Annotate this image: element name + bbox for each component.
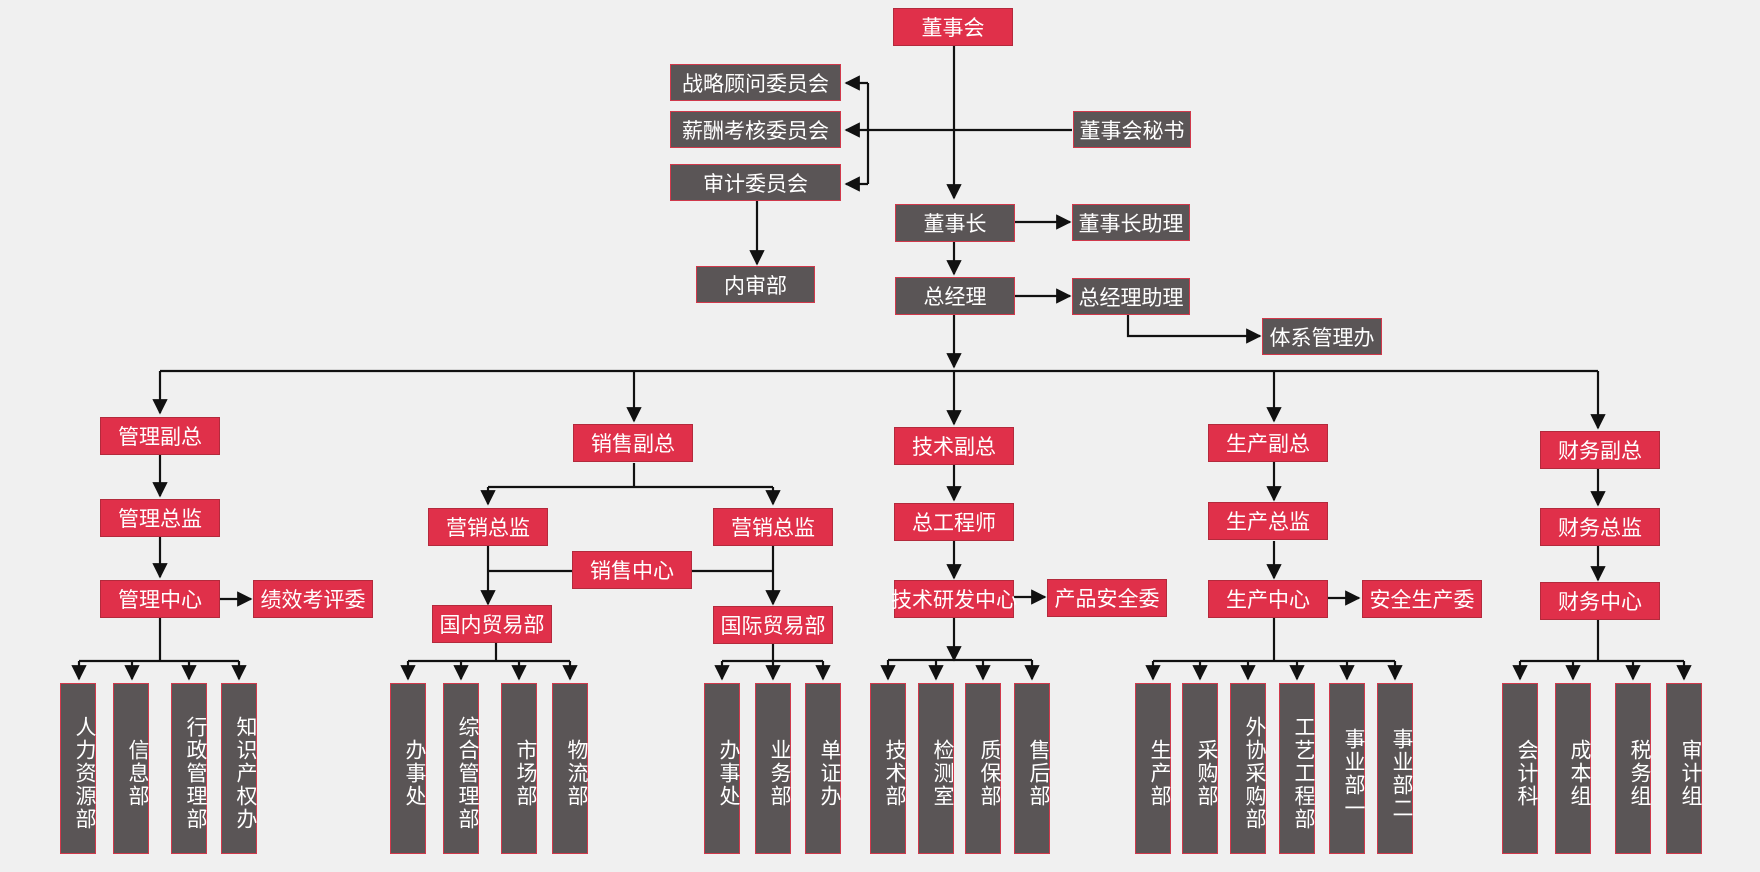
management-vp-node: 管理副总 (100, 417, 220, 455)
chairman-node: 董事长 (895, 204, 1015, 242)
tech-vp-node: 技术副总 (894, 427, 1014, 465)
board-secretary-node: 董事会秘书 (1073, 111, 1191, 148)
tech-dept-3: 售后部 (1014, 683, 1051, 854)
gm-assistant-node: 总经理助理 (1072, 278, 1190, 315)
production-dept-0: 生产部 (1135, 683, 1172, 854)
internal-audit-node: 内审部 (696, 266, 815, 303)
international-trade-node: 国际贸易部 (713, 606, 833, 644)
sales-vp-node: 销售副总 (573, 424, 693, 462)
strategy-committee-node: 战略顾问委员会 (670, 64, 841, 101)
production-center-node: 生产中心 (1208, 580, 1328, 618)
international-dept-1: 业务部 (755, 683, 792, 854)
performance-committee-node: 绩效考评委 (253, 580, 373, 618)
production-dept-5: 事业部二 (1377, 683, 1414, 854)
international-dept-0: 办事处 (704, 683, 741, 854)
production-dept-1: 采购部 (1182, 683, 1219, 854)
marketing-director-left-node: 营销总监 (428, 508, 548, 546)
domestic-trade-node: 国内贸易部 (432, 605, 552, 643)
chairman-assistant-node: 董事长助理 (1072, 204, 1190, 241)
tech-dept-2: 质保部 (965, 683, 1002, 854)
tech-rd-center-node: 技术研发中心 (891, 580, 1017, 618)
domestic-dept-1: 综合管理部 (443, 683, 480, 854)
finance-vp-node: 财务副总 (1540, 431, 1660, 469)
production-dept-4: 事业部一 (1329, 683, 1366, 854)
finance-dept-2: 税务组 (1615, 683, 1652, 854)
product-safety-committee-node: 产品安全委 (1047, 579, 1167, 617)
marketing-director-right-node: 营销总监 (713, 508, 833, 546)
management-director-node: 管理总监 (100, 499, 220, 537)
system-office-node: 体系管理办 (1262, 318, 1382, 355)
management-center-node: 管理中心 (100, 580, 220, 618)
domestic-dept-0: 办事处 (390, 683, 427, 854)
chief-engineer-node: 总工程师 (894, 503, 1014, 541)
management-dept-0: 人力资源部 (60, 683, 97, 854)
safety-production-committee-node: 安全生产委 (1362, 580, 1482, 618)
board-node: 董事会 (893, 8, 1013, 46)
general-manager-node: 总经理 (895, 277, 1015, 315)
production-dept-2: 外协采购部 (1230, 683, 1267, 854)
audit-committee-node: 审计委员会 (670, 164, 841, 201)
domestic-dept-3: 物流部 (552, 683, 589, 854)
management-dept-1: 信息部 (113, 683, 150, 854)
finance-center-node: 财务中心 (1540, 582, 1660, 620)
tech-dept-1: 检测室 (918, 683, 955, 854)
sales-center-node: 销售中心 (572, 551, 692, 589)
finance-dept-0: 会计科 (1502, 683, 1539, 854)
management-dept-2: 行政管理部 (171, 683, 208, 854)
finance-director-node: 财务总监 (1540, 508, 1660, 546)
finance-dept-3: 审计组 (1666, 683, 1703, 854)
compensation-committee-node: 薪酬考核委员会 (670, 111, 841, 148)
production-dept-3: 工艺工程部 (1279, 683, 1316, 854)
international-dept-2: 单证办 (805, 683, 842, 854)
domestic-dept-2: 市场部 (501, 683, 538, 854)
finance-dept-1: 成本组 (1555, 683, 1592, 854)
production-director-node: 生产总监 (1208, 502, 1328, 540)
management-dept-3: 知识产权办 (221, 683, 258, 854)
tech-dept-0: 技术部 (870, 683, 907, 854)
production-vp-node: 生产副总 (1208, 424, 1328, 462)
